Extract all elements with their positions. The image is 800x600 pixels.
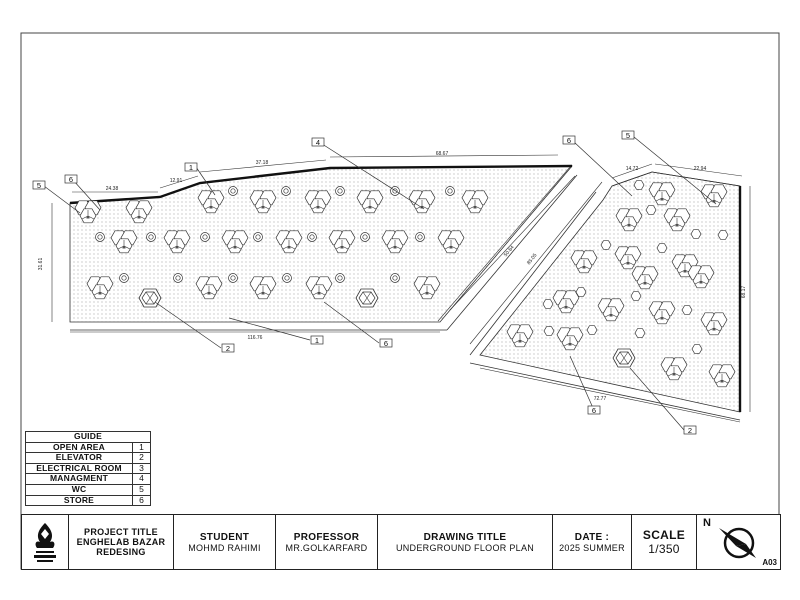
date-cell: DATE : 2025 SUMMER xyxy=(552,515,631,569)
tag-elevator-1: 2 xyxy=(226,344,230,353)
scale-value: 1/350 xyxy=(648,542,680,556)
drawing-title: UNDERGROUND FLOOR PLAN xyxy=(395,542,535,553)
legend-item-num: 1 xyxy=(132,442,150,453)
legend-header: GUIDE xyxy=(26,431,150,442)
dim-d3: 37.18 xyxy=(256,160,269,166)
right-floor-block xyxy=(469,171,742,421)
logo-cell xyxy=(22,515,68,569)
sheet-number: A03 xyxy=(762,558,777,567)
dimension-lines xyxy=(51,154,751,423)
north-cell: N A03 xyxy=(696,515,780,569)
tag-elevator-2: 2 xyxy=(688,426,692,435)
legend-item-num: 5 xyxy=(132,484,150,495)
scale-label: SCALE xyxy=(642,528,686,542)
legend-row: ELECTRICAL ROOM 3 xyxy=(26,462,150,474)
drawing-title-label: DRAWING TITLE xyxy=(423,531,507,543)
legend-row: STORE 6 xyxy=(26,494,150,506)
legend-row: WC 5 xyxy=(26,483,150,495)
legend-item-name: ELEVATOR xyxy=(55,452,103,463)
professor-label: PROFESSOR xyxy=(293,531,360,543)
dim-d12: 72.77 xyxy=(594,396,607,402)
tag-store-1: 6 xyxy=(69,175,73,184)
legend-item-num: 6 xyxy=(132,495,150,506)
project-name-line2: REDESING xyxy=(96,547,146,557)
dim-d1: 24.38 xyxy=(106,186,119,192)
drawing-title-cell: DRAWING TITLE UNDERGROUND FLOOR PLAN xyxy=(377,515,552,569)
room-tag-labels-left: 5 6 1 4 2 1 6 xyxy=(37,138,388,353)
dim-d11: 68.17 xyxy=(741,286,747,299)
room-tags-right xyxy=(562,130,717,435)
project-cell: PROJECT TITLE ENGHELAB BAZAR REDESING xyxy=(68,515,173,569)
legend-title: GUIDE xyxy=(74,431,102,441)
student-cell: STUDENT MOHMD RAHIMI xyxy=(173,515,275,569)
tag-open-area-2: 1 xyxy=(315,336,319,345)
tag-store-3: 6 xyxy=(567,136,571,145)
tag-open-area-1: 1 xyxy=(189,163,193,172)
scale-cell: SCALE 1/350 xyxy=(631,515,696,569)
project-title-label: PROJECT TITLE xyxy=(84,527,158,537)
dim-d9: 14.72 xyxy=(626,166,639,172)
legend-item-num: 3 xyxy=(132,463,150,474)
dim-d8: 85.05 xyxy=(526,252,539,266)
legend-item-name: MANAGMENT xyxy=(50,473,108,484)
student-name: MOHMD RAHIMI xyxy=(188,542,261,553)
legend-item-num: 2 xyxy=(132,453,150,463)
student-label: STUDENT xyxy=(199,531,250,543)
tag-store-4: 6 xyxy=(592,406,596,415)
date-value: 2025 SUMMER xyxy=(559,542,625,553)
legend-row: MANAGMENT 4 xyxy=(26,473,150,484)
tag-wc-1: 5 xyxy=(37,181,41,190)
tag-store-2: 6 xyxy=(384,339,388,348)
professor-name: MR.GOLKARFARD xyxy=(285,542,368,553)
legend-row: ELEVATOR 2 xyxy=(26,452,150,463)
legend-table: GUIDE OPEN AREA 1 ELEVATOR 2 ELECTRICAL … xyxy=(25,431,151,507)
legend-item-name: OPEN AREA xyxy=(52,441,106,452)
legend-row: OPEN AREA 1 xyxy=(26,441,150,453)
professor-cell: PROFESSOR MR.GOLKARFARD xyxy=(275,515,377,569)
tag-wc-2: 5 xyxy=(626,131,630,140)
left-floor-block xyxy=(69,164,578,331)
legend-item-num: 4 xyxy=(132,474,150,484)
dim-d6: 31.61 xyxy=(38,258,44,271)
tag-managment: 4 xyxy=(316,138,320,147)
title-block: PROJECT TITLE ENGHELAB BAZAR REDESING ST… xyxy=(21,514,781,570)
legend-item-name: WC xyxy=(71,483,87,494)
dim-d2: 12.91 xyxy=(170,178,183,184)
room-tag-labels-right: 6 5 6 2 xyxy=(567,131,692,435)
room-tags-left xyxy=(32,137,425,353)
dim-d5: 116.76 xyxy=(248,335,263,341)
legend-item-name: ELECTRICAL ROOM xyxy=(36,462,122,473)
project-name-line1: ENGHELAB BAZAR xyxy=(76,537,166,547)
north-label: N xyxy=(703,517,711,529)
dim-d10: 22.94 xyxy=(694,166,707,172)
university-logo-icon xyxy=(34,523,56,562)
legend-item-name: STORE xyxy=(63,494,95,505)
dim-d4: 68.67 xyxy=(436,151,449,157)
date-label: DATE : xyxy=(574,531,610,543)
north-arrow-icon xyxy=(718,527,756,559)
